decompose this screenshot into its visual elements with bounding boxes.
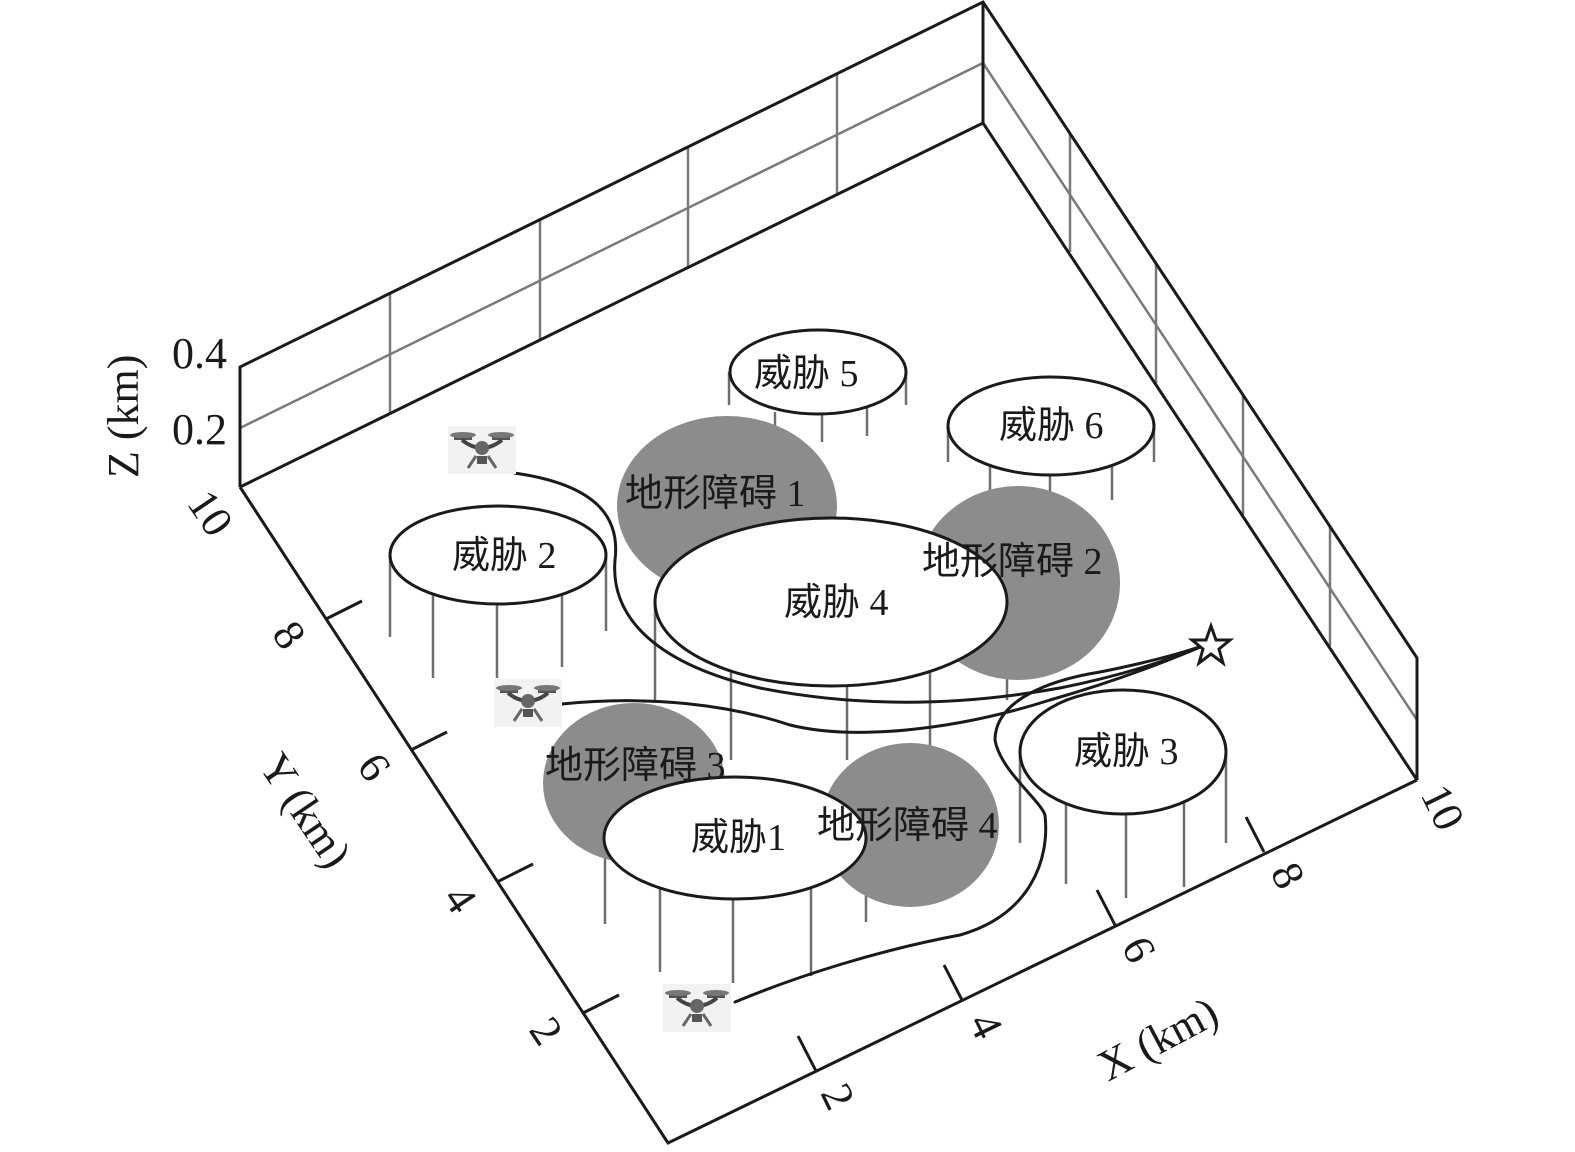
x-tick-10: 10	[1411, 777, 1474, 838]
threat-zone-6	[946, 375, 1156, 477]
threat-label-6: 威胁 6	[999, 405, 1104, 447]
y-tick-2: 2	[520, 1008, 573, 1054]
drone-icon-top	[446, 424, 518, 476]
z-axis: 0.2 0.4 Z (km)	[99, 329, 227, 478]
drone-icon-bottom	[661, 982, 733, 1034]
uav-paths	[512, 471, 1207, 1004]
terrain-label-4: 地形障碍 4	[817, 805, 998, 847]
threat-label-5: 威胁 5	[754, 353, 859, 395]
threat-zone-3	[1018, 688, 1228, 816]
threat-zone-1	[602, 775, 868, 901]
x-tick-6: 6	[1112, 929, 1166, 970]
uav-path-bottom	[733, 643, 1207, 1004]
axes-box	[238, 0, 1419, 1145]
x-tick-8: 8	[1261, 855, 1315, 896]
threat-zone-5	[728, 328, 908, 416]
threat-zones	[388, 328, 1228, 901]
y-tick-6: 6	[348, 744, 401, 790]
z-tick-0.2: 0.2	[172, 405, 227, 454]
drone-icon-middle	[492, 677, 564, 729]
terrain-label-3: 地形障碍 3	[545, 745, 726, 787]
uav-path-middle	[560, 643, 1207, 734]
zone-labels: 威胁 5 威胁 6 威胁 2 威胁 4 威胁1 威胁 3 地形障碍 1 地形障碍…	[452, 353, 1179, 859]
threat-legs	[388, 372, 1228, 983]
y-tick-8: 8	[263, 612, 316, 658]
threat-zone-4	[653, 516, 1009, 688]
y-axis-label: Y (km)	[250, 744, 361, 876]
terrain-obstacle-4	[821, 743, 999, 907]
x-tick-4: 4	[959, 1005, 1013, 1046]
terrain-label-1: 地形障碍 1	[625, 473, 806, 515]
star-icon	[1187, 621, 1235, 667]
threat-zone-2	[388, 504, 608, 606]
back-wall-grid	[239, 61, 1419, 721]
y-tick-4: 4	[434, 876, 487, 922]
terrain-label-2: 地形障碍 2	[922, 541, 1103, 583]
x-tick-2: 2	[811, 1076, 865, 1117]
x-axis-label: X (km)	[1090, 987, 1226, 1091]
z-axis-label: Z (km)	[99, 355, 148, 478]
threat-label-1: 威胁1	[691, 817, 786, 859]
z-tick-0.4: 0.4	[172, 329, 227, 378]
threat-label-2: 威胁 2	[452, 535, 557, 577]
threat-label-4: 威胁 4	[784, 582, 889, 624]
threat-label-3: 威胁 3	[1074, 731, 1179, 773]
uav-path-top	[512, 471, 1207, 704]
y-tick-10: 10	[178, 481, 243, 545]
